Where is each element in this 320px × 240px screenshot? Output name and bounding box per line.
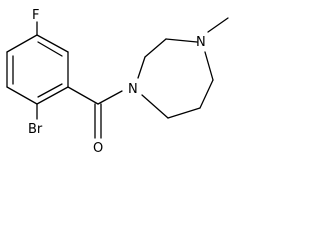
- benzene-ring: [6, 34, 69, 105]
- atom-nitrogen-methyl-label: N: [196, 35, 206, 50]
- atom-fluorine-label: F: [32, 8, 39, 23]
- ring-double-bond-c1-c2: [37, 41, 63, 57]
- ring-bond-cb-n4: [165, 38, 198, 43]
- ring-bond-cd-ce: [167, 107, 201, 119]
- ring-bond-c3-c4: [36, 86, 69, 105]
- bond-n4-methyl: [207, 17, 229, 33]
- ring-bond-n4-cc: [204, 51, 214, 81]
- atom-oxygen-label: O: [93, 141, 103, 156]
- atom-nitrogen-amide-label: N: [128, 82, 138, 97]
- bond-ring-carbonyl: [67, 86, 99, 105]
- molecule-diagram: F Br O N N: [6, 8, 229, 156]
- diazepane-ring: [137, 38, 214, 119]
- ring-bond-ca-cb: [144, 38, 167, 58]
- ring-bond-cc-cd: [199, 79, 214, 109]
- bond-carbonyl-nitrogen: [97, 90, 123, 105]
- ring-bond-c4-c5: [6, 86, 38, 105]
- structure-canvas: F Br O N N: [6, 8, 229, 156]
- ring-bond-c6-c1: [6, 34, 38, 53]
- ring-bond-c1-c2: [36, 34, 69, 53]
- ring-double-bond-c3-c4: [37, 83, 63, 98]
- atom-bromine-label: Br: [28, 122, 43, 137]
- ring-bond-n1-ca: [137, 56, 146, 79]
- ring-bond-ce-n1: [141, 94, 169, 119]
